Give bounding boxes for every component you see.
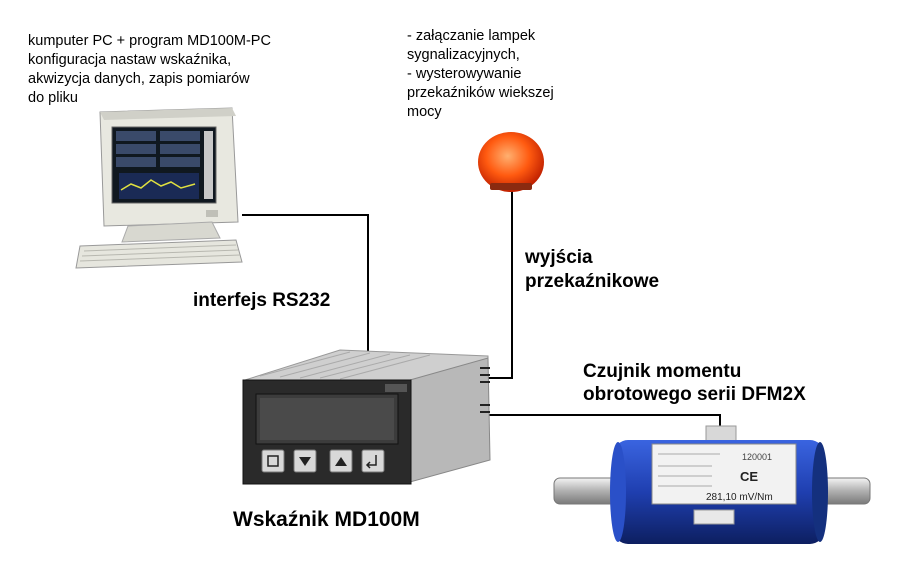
sensor-line (488, 414, 721, 428)
ce-mark: CE (740, 469, 758, 484)
relay-outputs-label: wyjścia przekaźnikowe (525, 247, 660, 292)
relay-line (488, 188, 513, 379)
pc-description: kumputer PC + program MD100M-PC konfigur… (28, 33, 271, 106)
lamp-description: - załączanie lampek sygnalizacyjnych, - … (407, 28, 554, 120)
rs232-interface-label: interfejs RS232 (193, 290, 331, 311)
monitor-screen (116, 131, 213, 199)
indicator-buttons (261, 449, 385, 473)
sensor-serial-text: 120001 (742, 452, 772, 462)
indicator-label: Wskaźnik MD100M (233, 508, 420, 531)
rs232-line (242, 214, 369, 352)
sensor-value-text: 281,10 mV/Nm (706, 492, 773, 503)
sensor-label: Czujnik momentu obrotowego serii DFM2X (583, 361, 806, 405)
